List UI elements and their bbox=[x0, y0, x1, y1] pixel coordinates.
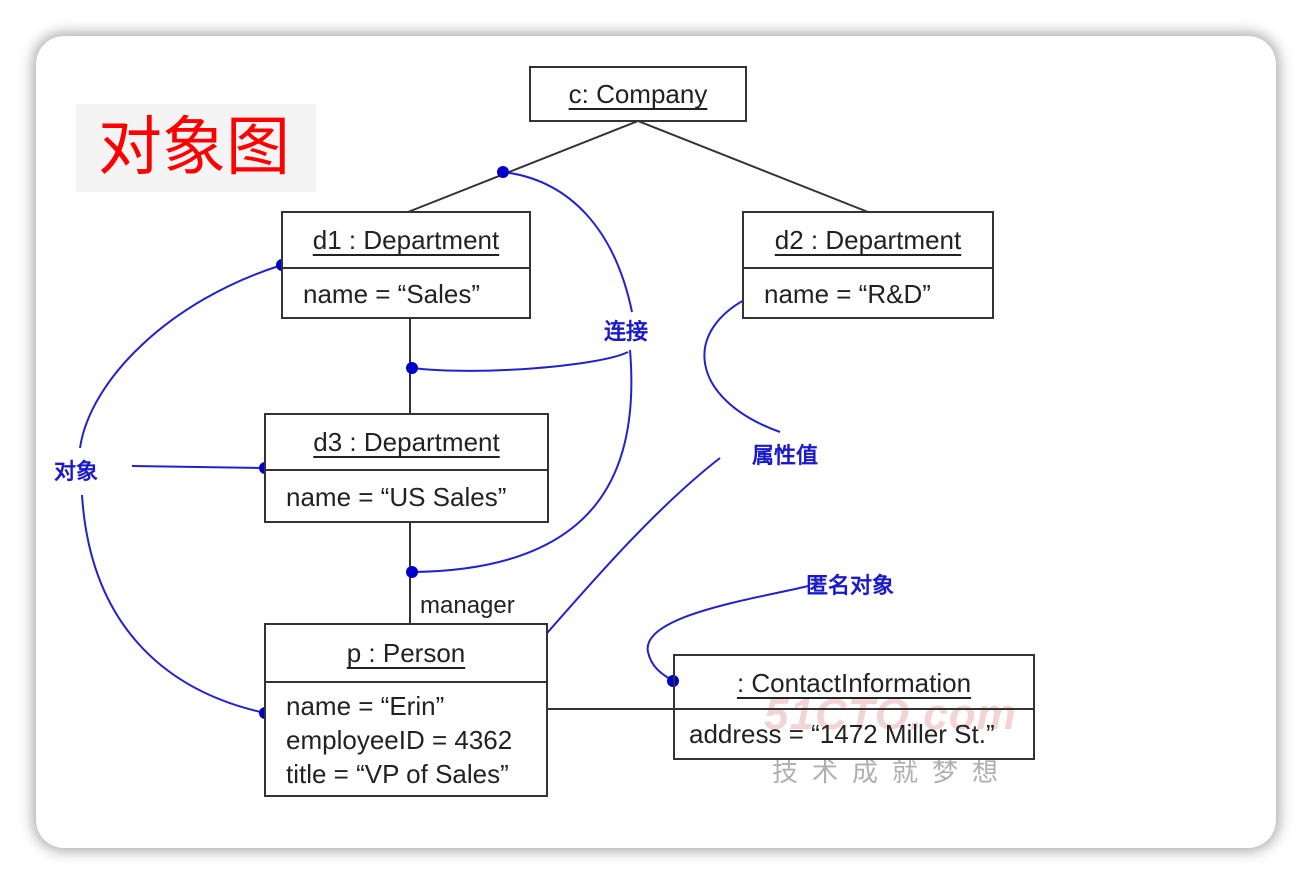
annotation-attribute-value: 属性值 bbox=[752, 444, 819, 469]
object-person: p : Person name = “Erin” employeeID = 43… bbox=[264, 623, 548, 797]
object-attribute: name = “Sales” bbox=[303, 279, 481, 309]
object-attribute: name = “R&D” bbox=[764, 279, 931, 309]
object-contact: : ContactInformation address = “1472 Mil… bbox=[673, 654, 1035, 760]
object-header: c: Company bbox=[568, 79, 708, 109]
object-header: p : Person bbox=[266, 625, 546, 683]
page-title: 对象图 bbox=[76, 104, 316, 192]
dot-link-top bbox=[497, 166, 509, 178]
object-company: c: Company bbox=[529, 66, 747, 122]
link-company-d2 bbox=[637, 120, 869, 213]
leader-link-mid bbox=[411, 351, 629, 372]
leader-anon-object bbox=[646, 585, 809, 682]
dot-link-mid bbox=[406, 362, 418, 374]
object-attribute: name = “US Sales” bbox=[286, 482, 507, 512]
object-attribute: address = “1472 Miller St.” bbox=[689, 719, 995, 749]
leader-link-bottom bbox=[411, 349, 633, 573]
object-attribute: name = “Erin” bbox=[286, 691, 445, 721]
watermark-slogan: 技术成就梦想 bbox=[772, 758, 1013, 788]
leader-link-top bbox=[502, 171, 633, 313]
object-header: d1 : Department bbox=[283, 213, 529, 269]
dot-link-bottom bbox=[406, 566, 418, 578]
leader-object-d3 bbox=[131, 465, 265, 469]
object-attribute: employeeID = 4362 bbox=[286, 725, 513, 755]
leader-attr-d2 bbox=[703, 295, 781, 433]
object-d3: d3 : Department name = “US Sales” bbox=[264, 413, 549, 523]
watermark-logo: 51CTO.com bbox=[764, 690, 1017, 739]
object-attribute: title = “VP of Sales” bbox=[286, 759, 509, 789]
object-header: : ContactInformation bbox=[675, 656, 1033, 710]
leader-object-person bbox=[81, 494, 266, 714]
role-label-manager: manager bbox=[420, 592, 515, 619]
annotation-anonymous-object: 匿名对象 bbox=[806, 574, 895, 599]
object-header: d2 : Department bbox=[744, 213, 992, 269]
leader-object-d1 bbox=[79, 264, 283, 449]
object-header: d3 : Department bbox=[266, 415, 547, 471]
annotation-object: 对象 bbox=[54, 460, 99, 485]
object-d1: d1 : Department name = “Sales” bbox=[281, 211, 531, 319]
object-d2: d2 : Department name = “R&D” bbox=[742, 211, 994, 319]
annotation-link: 连接 bbox=[604, 320, 649, 345]
link-company-d1 bbox=[407, 120, 639, 213]
